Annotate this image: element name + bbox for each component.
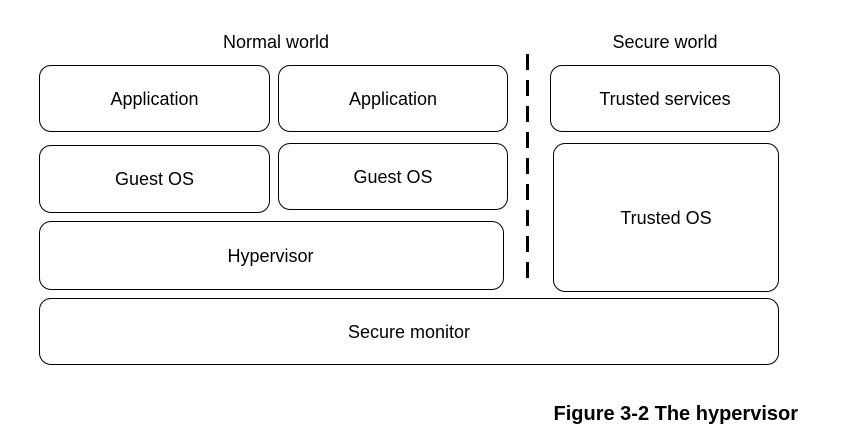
figure-caption: Figure 3-2 The hypervisor xyxy=(553,403,798,425)
trusted-services-box: Trusted services xyxy=(550,65,780,132)
hypervisor-box: Hypervisor xyxy=(39,221,504,290)
secure-monitor-box: Secure monitor xyxy=(39,298,779,365)
application-box-1: Application xyxy=(39,65,270,132)
application-box-2-label: Application xyxy=(348,88,438,109)
application-box-2: Application xyxy=(278,65,508,132)
guest-os-box-1: Guest OS xyxy=(39,145,270,213)
guest-os-box-1-label: Guest OS xyxy=(114,169,195,189)
secure-world-label: Secure world xyxy=(612,32,718,52)
guest-os-box-2-label: Guest OS xyxy=(353,166,433,187)
world-divider-dashed-line xyxy=(526,54,529,286)
secure-monitor-box-label: Secure monitor xyxy=(347,321,471,342)
application-box-1-label: Application xyxy=(110,88,199,109)
normal-world-label: Normal world xyxy=(222,32,330,52)
trusted-os-box-label: Trusted OS xyxy=(620,207,712,228)
guest-os-box-2: Guest OS xyxy=(278,143,508,210)
trusted-os-box: Trusted OS xyxy=(553,143,779,292)
trusted-services-box-label: Trusted services xyxy=(599,88,731,109)
hypervisor-box-label: Hypervisor xyxy=(227,245,314,266)
